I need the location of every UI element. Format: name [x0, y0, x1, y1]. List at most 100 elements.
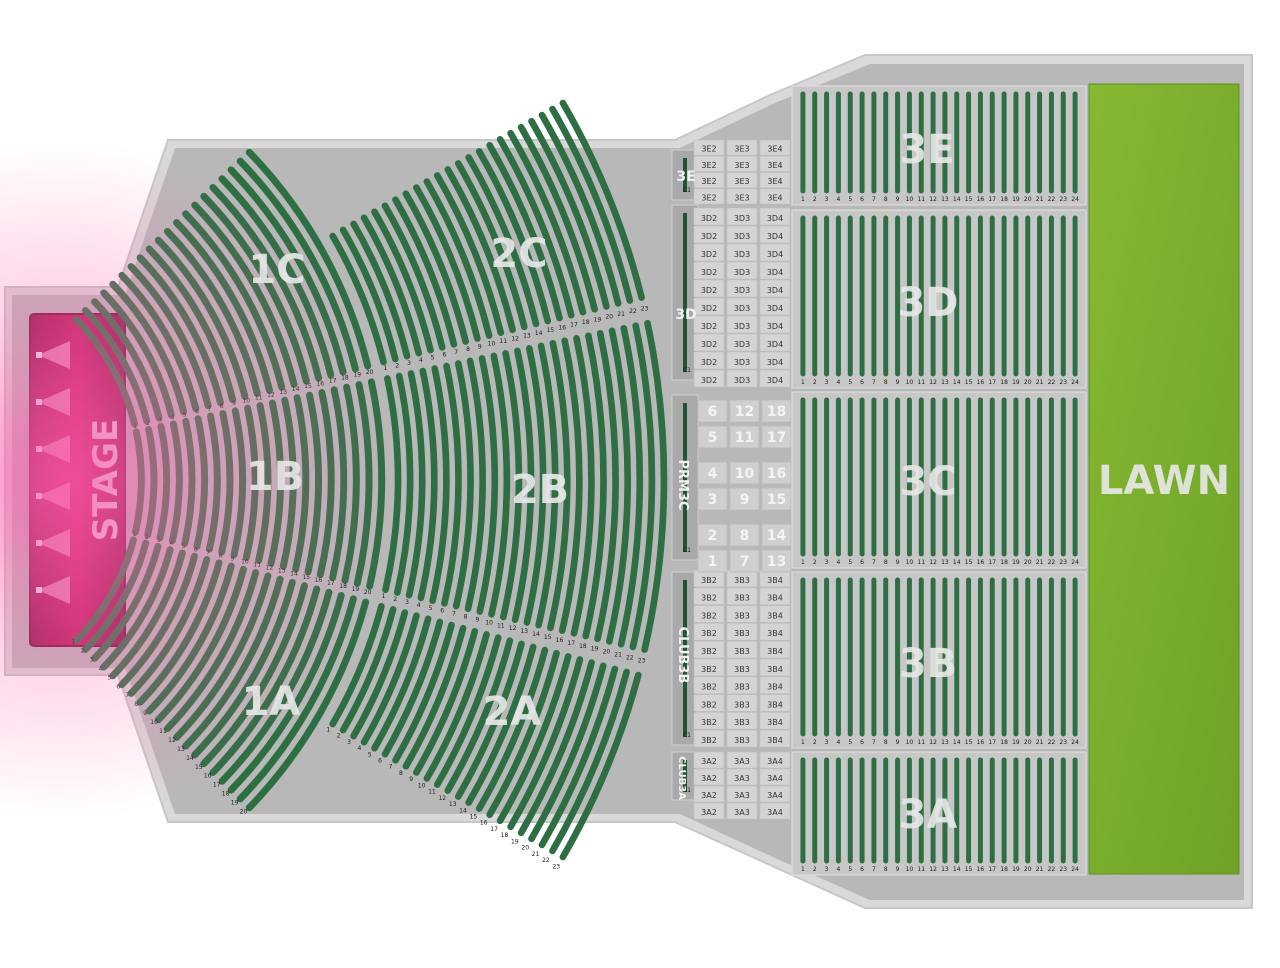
section-2a-label[interactable]: 2A: [483, 689, 542, 735]
box-3d[interactable]: [693, 207, 725, 226]
box-3e[interactable]: [693, 155, 725, 172]
box-3b[interactable]: [759, 640, 791, 659]
box-3b[interactable]: [726, 623, 758, 641]
box-3d[interactable]: [693, 315, 725, 334]
box-3a[interactable]: [726, 785, 758, 803]
box-3d[interactable]: [693, 297, 725, 316]
box-3e[interactable]: [726, 172, 758, 189]
box-3d[interactable]: [693, 243, 725, 262]
box-3d[interactable]: [726, 297, 758, 316]
section-3d-label[interactable]: 3D: [897, 280, 958, 326]
box-3e[interactable]: [726, 155, 758, 172]
premium-box[interactable]: [729, 549, 760, 573]
premium-box[interactable]: [729, 461, 760, 485]
lawn-section[interactable]: LAWN: [1088, 83, 1240, 875]
section-3a-label[interactable]: 3A: [899, 792, 958, 838]
box-3d[interactable]: [693, 369, 725, 388]
premium-box[interactable]: [729, 487, 760, 511]
box-3d[interactable]: [726, 315, 758, 334]
box-3a[interactable]: [693, 785, 725, 803]
premium-box[interactable]: [761, 487, 792, 511]
box-3a[interactable]: [726, 768, 758, 786]
box-3b[interactable]: [693, 587, 725, 605]
premium-box[interactable]: [761, 461, 792, 485]
box-3b[interactable]: [759, 676, 791, 694]
box-3e[interactable]: [759, 139, 791, 156]
box-3e[interactable]: [693, 139, 725, 156]
box-3d[interactable]: [726, 279, 758, 298]
box-3b[interactable]: [726, 587, 758, 605]
box-3b[interactable]: [693, 712, 725, 730]
box-3d[interactable]: [759, 333, 791, 352]
box-3e[interactable]: [726, 188, 758, 205]
premium-box[interactable]: [729, 523, 760, 547]
col-3d-label[interactable]: 3D: [675, 307, 696, 323]
box-3d[interactable]: [726, 207, 758, 226]
premium-box[interactable]: [697, 523, 728, 547]
box-3d[interactable]: [726, 369, 758, 388]
box-3b[interactable]: [693, 676, 725, 694]
box-3e[interactable]: [693, 188, 725, 205]
box-3a[interactable]: [759, 802, 791, 820]
box-3a[interactable]: [693, 768, 725, 786]
box-3a[interactable]: [726, 751, 758, 769]
box-3b[interactable]: [759, 712, 791, 730]
section-3e-label[interactable]: 3E: [899, 127, 954, 173]
box-3d[interactable]: [759, 207, 791, 226]
box-3b[interactable]: [759, 729, 791, 748]
box-3a[interactable]: [693, 751, 725, 769]
box-3d[interactable]: [693, 351, 725, 370]
section-1c-label[interactable]: 1C: [248, 247, 305, 293]
box-3e[interactable]: [759, 155, 791, 172]
box-3b[interactable]: [693, 605, 725, 623]
box-3d[interactable]: [759, 369, 791, 388]
premium-box[interactable]: [729, 399, 760, 423]
box-3b[interactable]: [726, 712, 758, 730]
section-3c-label[interactable]: 3C: [899, 459, 956, 505]
club3b-label[interactable]: CLUB3B: [675, 627, 690, 684]
box-3b[interactable]: [726, 729, 758, 748]
box-3b[interactable]: [759, 694, 791, 712]
box-3b[interactable]: [726, 605, 758, 623]
box-3b[interactable]: [726, 694, 758, 712]
box-3d[interactable]: [726, 351, 758, 370]
box-3a[interactable]: [759, 785, 791, 803]
box-3d[interactable]: [693, 225, 725, 244]
box-3d[interactable]: [726, 243, 758, 262]
box-3b[interactable]: [726, 640, 758, 659]
box-3d[interactable]: [759, 261, 791, 280]
prm3c-label[interactable]: PRM3C: [675, 459, 690, 510]
box-3d[interactable]: [759, 243, 791, 262]
box-3b[interactable]: [759, 605, 791, 623]
box-3d[interactable]: [759, 279, 791, 298]
premium-box[interactable]: [761, 523, 792, 547]
box-3b[interactable]: [693, 658, 725, 677]
premium-box[interactable]: [729, 425, 760, 449]
box-3d[interactable]: [693, 261, 725, 280]
box-3b[interactable]: [759, 623, 791, 641]
box-3b[interactable]: [726, 676, 758, 694]
section-2b-label[interactable]: 2B: [511, 467, 569, 513]
box-3e[interactable]: [759, 188, 791, 205]
box-3b[interactable]: [693, 640, 725, 659]
premium-box[interactable]: [697, 549, 728, 573]
premium-box[interactable]: [697, 487, 728, 511]
section-3b-label[interactable]: 3B: [899, 641, 957, 687]
box-3a[interactable]: [726, 802, 758, 820]
box-3a[interactable]: [759, 768, 791, 786]
box-3d[interactable]: [726, 333, 758, 352]
box-3b[interactable]: [693, 623, 725, 641]
premium-box[interactable]: [697, 461, 728, 485]
box-3d[interactable]: [759, 225, 791, 244]
box-3b[interactable]: [693, 694, 725, 712]
box-3b[interactable]: [759, 587, 791, 605]
box-3d[interactable]: [726, 261, 758, 280]
box-3e[interactable]: [726, 139, 758, 156]
premium-box[interactable]: [697, 399, 728, 423]
section-1b-label[interactable]: 1B: [246, 454, 304, 500]
